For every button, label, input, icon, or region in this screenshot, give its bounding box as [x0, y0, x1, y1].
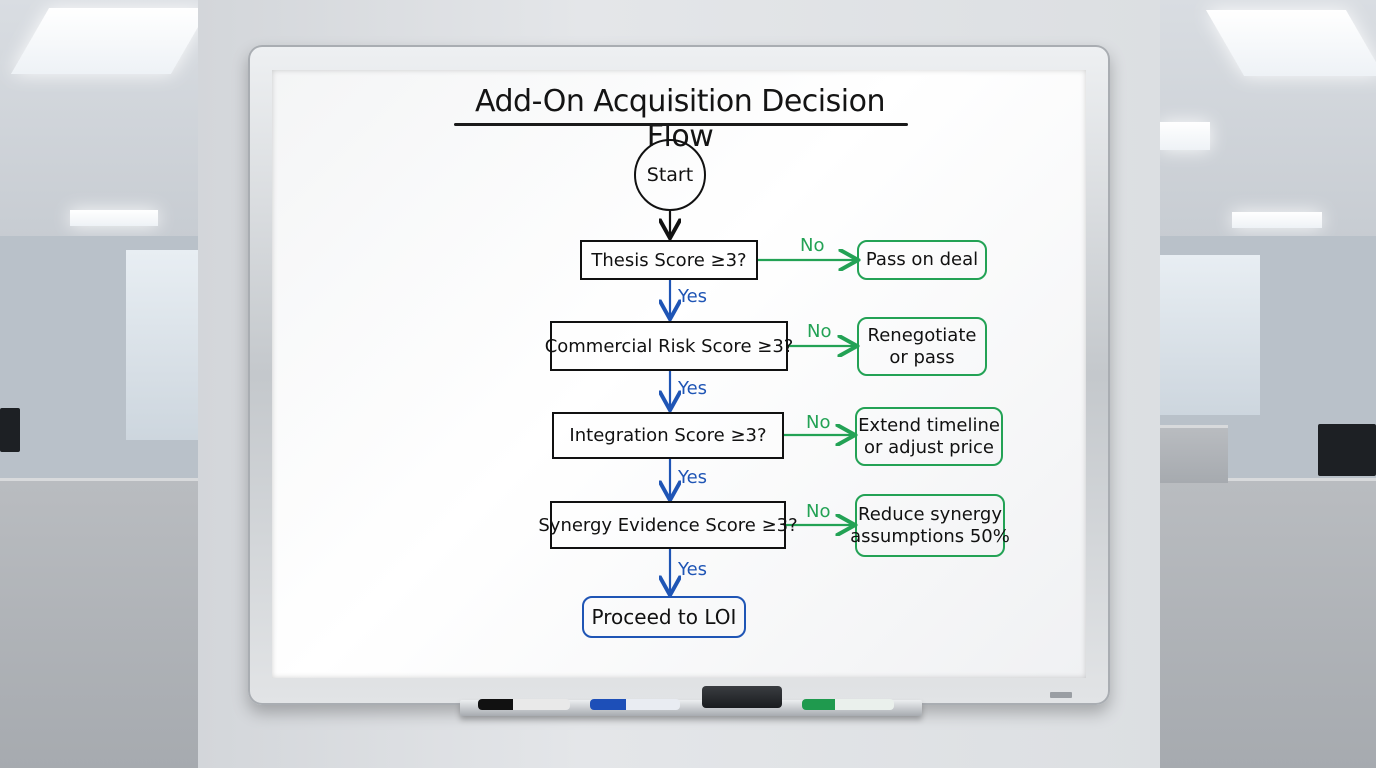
- black-marker[interactable]: [478, 699, 570, 710]
- outcome-line: Renegotiate: [867, 324, 977, 346]
- monitor: [0, 408, 20, 452]
- cubicle-wall: [1158, 425, 1228, 483]
- cubicle-wall: [1158, 478, 1376, 768]
- start-node: Start: [634, 139, 706, 211]
- cubicle-wall: [0, 478, 200, 768]
- outcome-line: Pass on deal: [865, 249, 979, 270]
- decision-commercial-risk-score: Commercial Risk Score ≥3?: [545, 321, 793, 371]
- ceiling-light: [70, 210, 158, 226]
- yes-label: Yes: [678, 286, 708, 307]
- whiteboard-eraser[interactable]: [702, 686, 782, 708]
- brand-label: [1050, 692, 1072, 698]
- decision-synergy-evidence-score: Synergy Evidence Score ≥3?: [538, 501, 798, 549]
- blue-marker[interactable]: [590, 699, 680, 710]
- window: [1160, 255, 1260, 415]
- ceiling-light: [1160, 122, 1210, 150]
- outcome-line: assumptions 50%: [850, 525, 1010, 547]
- no-label: No: [806, 412, 831, 433]
- outcome-line: or pass: [889, 346, 955, 368]
- yes-label: Yes: [678, 467, 708, 488]
- outcome-line: Reduce synergy: [858, 503, 1002, 525]
- green-marker[interactable]: [802, 699, 894, 710]
- final-proceed-to-loi: Proceed to LOI: [582, 596, 746, 638]
- decision-thesis-score: Thesis Score ≥3?: [580, 240, 758, 280]
- monitor: [1318, 424, 1376, 476]
- outcome-extend-timeline: Extend timeline or adjust price: [855, 407, 1003, 466]
- yes-label: Yes: [678, 378, 708, 399]
- yes-label: Yes: [678, 559, 708, 580]
- no-label: No: [800, 235, 825, 256]
- no-label: No: [806, 501, 831, 522]
- outcome-reduce-synergy: Reduce synergy assumptions 50%: [850, 494, 1010, 557]
- outcome-renegotiate: Renegotiate or pass: [857, 317, 987, 376]
- ceiling-light: [1232, 212, 1322, 228]
- no-label: No: [807, 321, 832, 342]
- decision-integration-score: Integration Score ≥3?: [552, 412, 784, 459]
- title-underline: [454, 123, 908, 126]
- outcome-line: or adjust price: [864, 436, 994, 458]
- window: [126, 250, 198, 440]
- outcome-line: Extend timeline: [858, 414, 1000, 436]
- outcome-pass-on-deal: Pass on deal: [857, 240, 987, 280]
